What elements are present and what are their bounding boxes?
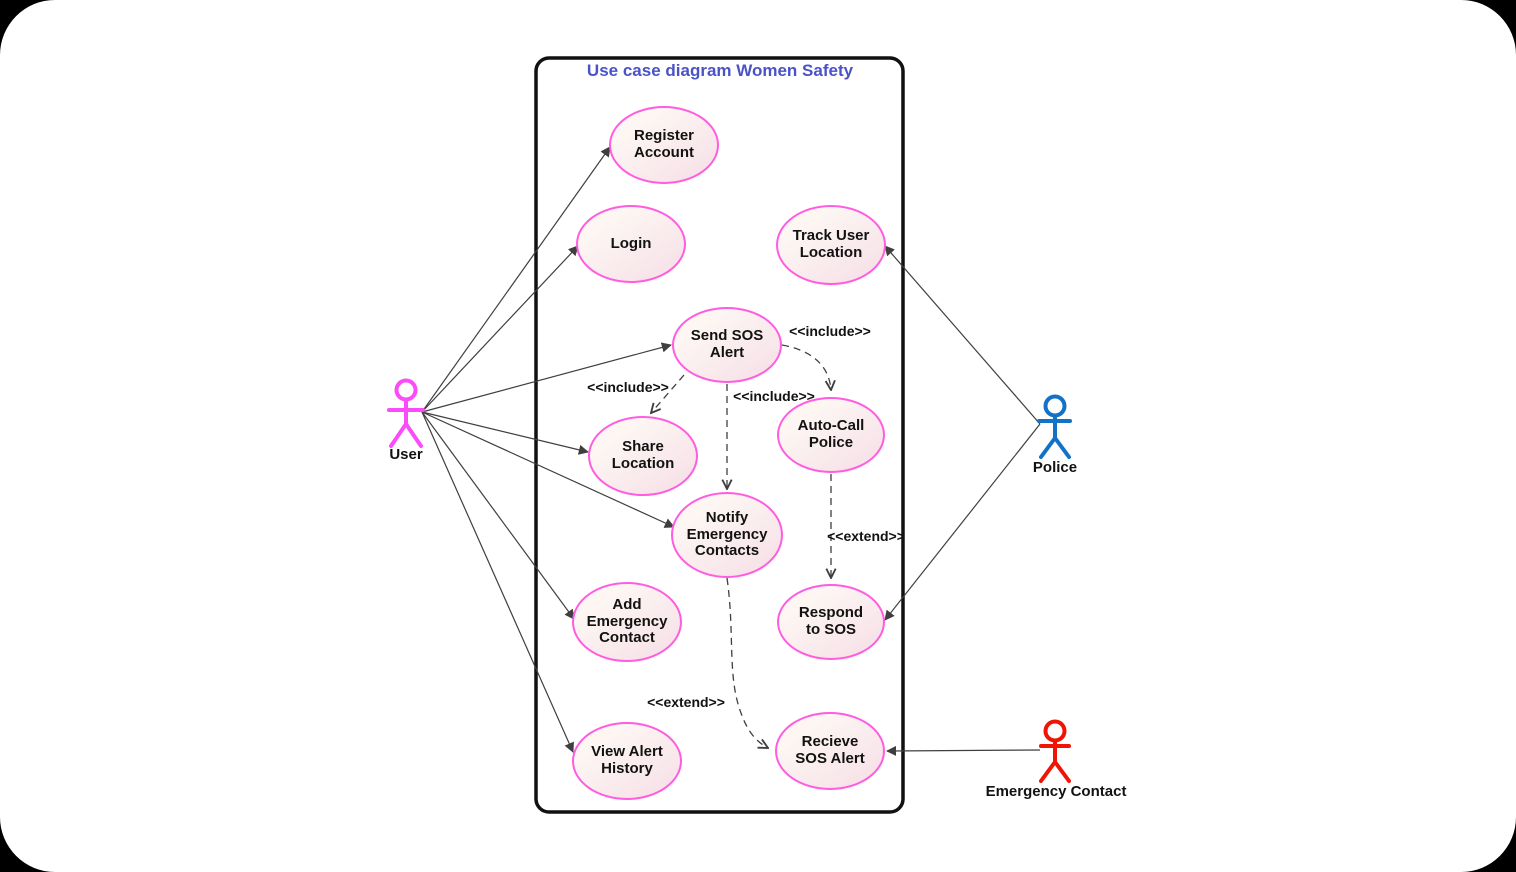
- diagram-title: Use case diagram Women Safety: [586, 61, 854, 80]
- include-arrow-sendsos-autocallpolice: [781, 344, 831, 390]
- usecase-respond-to-sos: Respond to SOS: [777, 584, 885, 660]
- usecase-notify-emergency-contacts: Notify Emergency Contacts: [671, 492, 783, 578]
- user-actor-icon: [387, 378, 425, 448]
- usecase-view-alert-history: View Alert History: [572, 722, 682, 800]
- association-user-add-emergency-contact: [421, 411, 575, 620]
- user-actor-label: User: [389, 446, 423, 463]
- usecase-label: Recieve SOS Alert: [795, 733, 865, 767]
- association-emergency-contact-recieve-sos-alert: [885, 745, 1041, 757]
- association-user-register-account: [421, 146, 611, 413]
- association-user-send-sos-alert: [421, 342, 672, 413]
- usecase-label: Auto-Call Police: [797, 417, 865, 451]
- stereotype-include-autocallpolice: <<include>>: [789, 323, 871, 339]
- usecase-share-location: Share Location: [588, 416, 698, 496]
- stereotype-arrows: [651, 344, 831, 748]
- usecase-register-account: Register Account: [609, 106, 719, 184]
- usecase-label: Login: [610, 234, 652, 252]
- usecase-label: Add Emergency Contact: [586, 595, 668, 647]
- usecase-add-emergency-contact: Add Emergency Contact: [572, 582, 682, 662]
- association-user-share-location: [421, 411, 589, 455]
- police-actor-icon: [1037, 394, 1072, 459]
- usecase-send-sos-alert: Send SOS Alert: [672, 307, 782, 383]
- usecase-track-user-location: Track User Location: [776, 205, 886, 285]
- stereotype-extend-respondsos: <<extend>>: [827, 528, 905, 544]
- emergency-contact-actor-label: Emergency Contact: [985, 783, 1127, 800]
- stereotype-extend-recievesos: <<extend>>: [647, 694, 725, 710]
- stereotype-include-sharelocation: <<include>>: [587, 379, 669, 395]
- association-police-respond-to-sos: [884, 423, 1041, 621]
- usecase-label: Send SOS Alert: [690, 327, 764, 361]
- usecase-auto-call-police: Auto-Call Police: [777, 397, 885, 473]
- police-actor-label: Police: [1032, 459, 1078, 476]
- system-boundary: [534, 56, 905, 814]
- emergency-contact-actor-icon: [1039, 719, 1071, 783]
- association-police-track-user-location: [884, 245, 1041, 425]
- extend-arrow-notify-recievesos: [726, 577, 768, 748]
- usecase-label: Respond to SOS: [798, 604, 864, 638]
- association-user-notify-emergency-contacts: [421, 411, 675, 528]
- usecase-label: Share Location: [611, 438, 675, 472]
- include-arrow-sendsos-sharelocation: [651, 374, 685, 413]
- police-association-lines: [884, 245, 1041, 621]
- usecase-login: Login: [576, 205, 686, 283]
- usecase-recieve-sos-alert: Recieve SOS Alert: [775, 712, 885, 790]
- usecase-label: Notify Emergency Contacts: [686, 508, 768, 560]
- user-association-lines: [421, 146, 675, 753]
- association-user-login: [421, 245, 579, 413]
- usecase-label: View Alert History: [591, 743, 663, 777]
- association-user-view-alert-history: [421, 411, 574, 753]
- usecase-label: Register Account: [633, 127, 695, 161]
- usecase-label: Track User Location: [792, 227, 870, 261]
- stereotype-include-notify: <<include>>: [733, 388, 815, 404]
